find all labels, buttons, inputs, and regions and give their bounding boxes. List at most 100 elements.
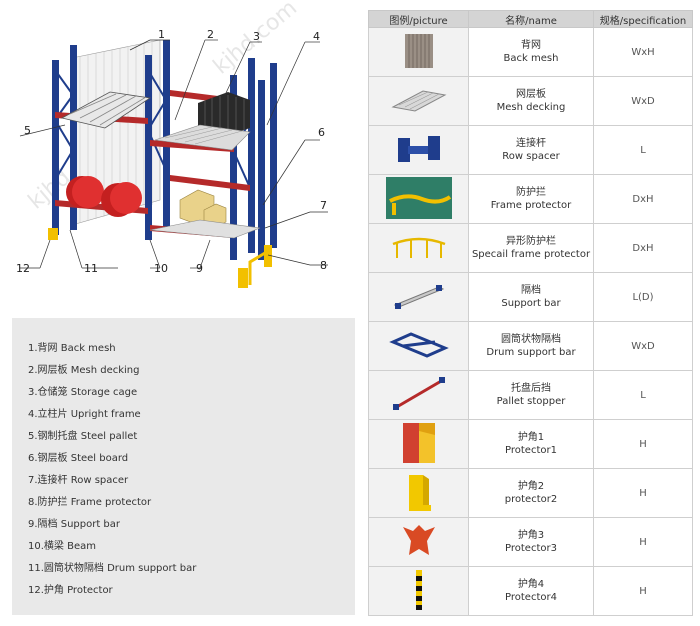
protector1-icon — [402, 422, 435, 463]
callout-2: 2 — [207, 28, 214, 41]
name-zh: 连接杆 — [516, 138, 546, 149]
name-zh: 护角2 — [517, 481, 545, 492]
header-name: 名称/name — [468, 10, 594, 28]
legend-item: 11.圆筒状物隔档 Drum support bar — [28, 563, 197, 574]
name-cell: 隔档 Support bar — [468, 272, 594, 322]
spec-cell: WxH — [593, 27, 693, 77]
steel-board — [149, 219, 261, 239]
callout-1: 1 — [158, 28, 165, 41]
callout-12: 12 — [16, 262, 30, 275]
header-spec: 规格/specification — [593, 10, 693, 28]
name-en: Specail frame protector — [471, 249, 591, 260]
legend-item: 6.钢层板 Steel board — [28, 453, 129, 464]
callout-4: 4 — [313, 30, 320, 43]
name-zh: 隔档 — [521, 285, 541, 296]
table-row: 异形防护栏 Specail frame protector DxH — [368, 223, 693, 273]
picture-cell — [368, 223, 469, 273]
protector2-icon — [408, 474, 431, 511]
callout-7: 7 — [320, 199, 327, 212]
spec-cell: DxH — [593, 174, 693, 224]
picture-cell — [368, 419, 469, 469]
name-en: Pallet stopper — [496, 396, 566, 407]
name-en: Protector4 — [505, 592, 557, 603]
picture-cell — [368, 321, 469, 371]
callout-8: 8 — [320, 259, 327, 272]
name-en: Drum support bar — [486, 347, 576, 358]
name-zh: 网层板 — [516, 89, 546, 100]
picture-cell — [368, 468, 469, 518]
callout-11: 11 — [84, 262, 98, 275]
spec-cell: L — [593, 125, 693, 175]
name-zh: 护角3 — [517, 530, 545, 541]
name-zh: 护角1 — [517, 432, 545, 443]
steel-pallet — [60, 91, 152, 129]
spec-cell: H — [593, 517, 693, 567]
name-cell: 异形防护栏 Specail frame protector — [468, 223, 594, 273]
name-en: Mesh decking — [496, 102, 566, 113]
mesh-decking — [154, 124, 251, 151]
picture-cell — [368, 272, 469, 322]
spec-cell: L — [593, 370, 693, 420]
legend-item: 2.网层板 Mesh decking — [28, 365, 140, 376]
table-header-row: 图例/picture 名称/name 规格/specification — [368, 10, 693, 28]
mesh-panel-icon — [404, 33, 433, 68]
drums — [66, 176, 142, 217]
row-spacer-icon — [397, 135, 440, 162]
header-picture: 图例/picture — [368, 10, 469, 28]
spec-cell: DxH — [593, 223, 693, 273]
callout-3: 3 — [253, 30, 260, 43]
name-cell: 防护拦 Frame protector — [468, 174, 594, 224]
parts-legend: 1.背网 Back mesh 2.网层板 Mesh decking 3.仓储笼 … — [12, 318, 355, 615]
name-en: Support bar — [501, 298, 561, 309]
name-zh: 护角4 — [517, 579, 545, 590]
table-row: 防护拦 Frame protector DxH — [368, 174, 693, 224]
name-en: Frame protector — [490, 200, 572, 211]
spec-cell: H — [593, 419, 693, 469]
frame-protector-icon — [385, 176, 452, 219]
name-en: Protector1 — [505, 445, 557, 456]
table-row: 网层板 Mesh decking WxD — [368, 76, 693, 126]
picture-cell — [368, 566, 469, 616]
legend-item: 9.隔档 Support bar — [28, 519, 121, 530]
upright-frames — [52, 40, 277, 260]
spec-cell: L(D) — [593, 272, 693, 322]
legend-item: 8.防护拦 Frame protector — [28, 497, 152, 508]
picture-cell — [368, 174, 469, 224]
name-zh: 托盘后挡 — [511, 383, 551, 394]
name-zh: 防护拦 — [516, 187, 546, 198]
picture-cell — [368, 76, 469, 126]
mesh-decking-icon — [390, 89, 447, 112]
picture-cell — [368, 27, 469, 77]
callout-5: 5 — [24, 124, 31, 137]
table-row: 托盘后挡 Pallet stopper L — [368, 370, 693, 420]
callout-numbers: 1 2 3 4 5 6 7 8 9 10 11 12 — [16, 28, 327, 275]
name-zh: 圆筒状物隔档 — [501, 334, 561, 345]
boxes — [179, 189, 227, 229]
special-protector-icon — [392, 237, 445, 258]
picture-cell — [368, 125, 469, 175]
callout-6: 6 — [318, 126, 325, 139]
protectors — [48, 228, 272, 288]
spec-cell: WxD — [593, 76, 693, 126]
rack-system-diagram: 1 2 3 4 5 6 7 8 9 10 11 12 — [16, 28, 328, 288]
protector4-icon — [415, 569, 422, 610]
name-zh: 异形防护栏 — [506, 236, 556, 247]
legend-item: 3.仓储笼 Storage cage — [28, 387, 138, 398]
drum-support-icon — [388, 331, 449, 358]
name-zh: 背网 — [521, 40, 541, 51]
picture-cell — [368, 370, 469, 420]
legend-item: 4.立柱片 Upright frame — [28, 409, 141, 420]
legend-list: 1.背网 Back mesh 2.网层板 Mesh decking 3.仓储笼 … — [12, 318, 355, 602]
